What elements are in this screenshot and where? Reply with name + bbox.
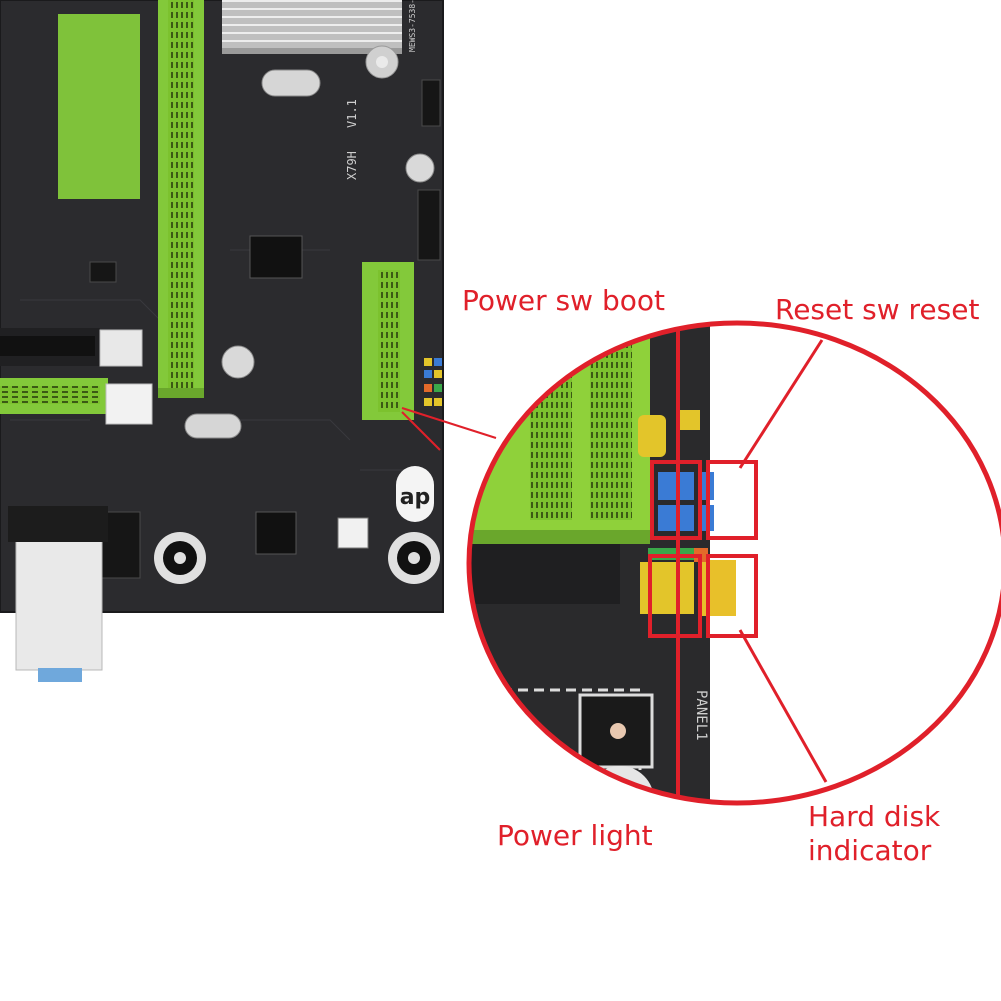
label-reset-sw: Reset sw reset [775, 293, 980, 326]
board-version: V1.1 [345, 99, 359, 128]
pcie-slot-vertical [158, 0, 204, 398]
board-chip: MEWS3-7538-2 [408, 0, 417, 52]
capacitor [405, 153, 435, 183]
pcie-x1-slot [362, 262, 414, 420]
crystal-oscillator [184, 413, 242, 439]
io-connector [38, 668, 82, 682]
fan-component [388, 532, 440, 584]
highlight-power-sw [650, 460, 702, 540]
front-panel-pins-small [424, 358, 442, 406]
fan-component [154, 532, 206, 584]
svg-text:PANEL1: PANEL1 [693, 690, 709, 741]
label-power-sw: Power sw boot [462, 284, 665, 317]
highlight-power-light [648, 554, 702, 638]
io-connector [15, 539, 103, 671]
pin-header [89, 261, 117, 283]
pcie-slot-horizontal [0, 328, 108, 414]
white-connector [99, 329, 143, 367]
leader-reset [738, 339, 824, 469]
io-connector [8, 506, 108, 542]
capacitor [221, 345, 255, 379]
svg-text:ap: ap [400, 485, 431, 510]
heatsink [222, 0, 402, 54]
crystal-oscillator [261, 69, 321, 97]
ic-chip [337, 517, 369, 549]
label-hdd-line1: Hard disk [808, 800, 941, 833]
callout-line [401, 407, 497, 439]
pin-header [417, 189, 441, 261]
white-connector [105, 383, 153, 425]
magnifier-lens: PANEL1 [466, 320, 1001, 806]
label-power-light: Power light [497, 819, 653, 852]
ic-chip [249, 235, 303, 279]
label-hdd-line2: indicator [808, 834, 932, 867]
label-hdd: Hard disk indicator [808, 800, 940, 868]
callout-line [401, 411, 441, 451]
pin-header [421, 79, 441, 127]
board-model: X79H [345, 151, 359, 180]
leader-hdd [738, 629, 828, 783]
highlight-hdd [706, 554, 758, 638]
ic-chip [255, 511, 297, 555]
board-logo: ap [396, 466, 434, 522]
highlight-reset-sw [706, 460, 758, 540]
green-module [58, 14, 140, 199]
